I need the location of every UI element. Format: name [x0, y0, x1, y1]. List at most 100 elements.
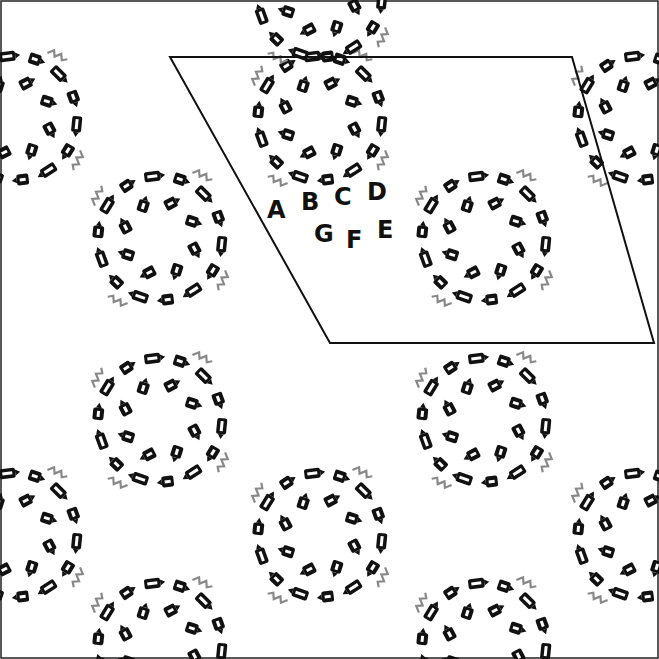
- molecule-tip: [636, 177, 642, 184]
- molecule-tip: [433, 375, 441, 382]
- molecule-mark: [274, 36, 280, 42]
- molecule: [136, 194, 152, 213]
- molecule-mark: [349, 99, 356, 104]
- molecule-mark: [516, 245, 521, 252]
- molecule-mark: [327, 498, 334, 503]
- molecule-tip: [335, 76, 342, 84]
- molecule-tip: [418, 246, 425, 253]
- molecule: [0, 168, 4, 184]
- molecule-mark: [259, 11, 265, 21]
- molecule-body: [494, 262, 508, 277]
- molecule-tip: [451, 290, 458, 297]
- molecule-body: [296, 79, 310, 94]
- molecule-mark: [380, 536, 384, 546]
- molecule: [66, 89, 82, 109]
- molecule-body: [650, 559, 659, 574]
- molecule: [535, 616, 551, 636]
- molecule-tip: [156, 297, 162, 304]
- molecule-mark: [174, 267, 179, 274]
- molecule: [0, 467, 21, 480]
- molecule-mark: [199, 189, 208, 198]
- molecule: [423, 192, 442, 215]
- molecule-body: [641, 173, 654, 185]
- molecule: [202, 262, 220, 282]
- molecule-body: [92, 407, 104, 420]
- ring: [413, 167, 555, 309]
- molecule-mark: [0, 500, 1, 507]
- molecule-body: [468, 578, 485, 590]
- molecule: [163, 376, 183, 394]
- molecule-body: [598, 99, 613, 115]
- chain: [107, 474, 127, 491]
- molecule-mark: [577, 526, 581, 532]
- molecule: [265, 28, 285, 48]
- molecule: [92, 627, 105, 645]
- molecule-body: [460, 381, 474, 396]
- molecule-mark: [594, 159, 600, 165]
- molecule-tip: [355, 550, 363, 557]
- molecule: [136, 376, 152, 395]
- subunit-letter: A: [266, 198, 287, 222]
- molecule-mark: [285, 549, 292, 554]
- molecule: [39, 94, 58, 110]
- molecule-tip: [574, 126, 581, 133]
- molecule-body: [330, 19, 344, 34]
- molecule-body: [144, 171, 161, 183]
- molecule-tip: [0, 492, 4, 499]
- molecule-tip: [529, 274, 537, 281]
- molecule-tip: [622, 492, 629, 499]
- molecule: [487, 376, 507, 394]
- molecule-mark: [579, 134, 585, 144]
- molecule: [323, 74, 343, 92]
- molecule: [526, 262, 544, 282]
- molecule: [39, 511, 58, 527]
- molecule-tip: [466, 195, 473, 202]
- molecule-tip: [541, 252, 547, 258]
- molecule-mark: [438, 461, 444, 467]
- molecule: [340, 579, 363, 599]
- molecule-body: [332, 52, 347, 66]
- molecule: [286, 168, 309, 184]
- molecule-tip: [651, 155, 658, 162]
- molecule-body: [598, 516, 613, 532]
- molecule-body: [611, 586, 629, 601]
- molecule-body: [184, 214, 199, 228]
- molecule-mark: [513, 468, 523, 476]
- molecule-body: [572, 522, 584, 535]
- molecule: [0, 74, 7, 93]
- molecule-mark: [544, 239, 548, 249]
- chain: [538, 452, 555, 472]
- molecule: [598, 472, 618, 490]
- molecule-tip: [0, 570, 1, 578]
- molecule-body: [540, 643, 552, 659]
- molecule-tip: [480, 297, 486, 304]
- molecule-tip: [207, 379, 215, 387]
- molecule: [163, 601, 183, 619]
- molecule: [11, 173, 29, 186]
- molecule: [276, 95, 294, 115]
- molecule-body: [465, 265, 481, 280]
- molecule-body: [281, 5, 296, 19]
- molecule-body: [301, 145, 317, 160]
- molecule-mark: [627, 54, 637, 58]
- molecule-mark: [376, 510, 381, 517]
- chain: [249, 65, 266, 85]
- chain: [47, 47, 67, 64]
- molecule: [215, 418, 227, 440]
- molecule: [163, 194, 183, 212]
- molecule-tip: [651, 572, 658, 579]
- molecule-body: [254, 547, 269, 565]
- molecule-mark: [71, 93, 76, 100]
- molecule: [573, 125, 590, 148]
- molecule-tip: [94, 653, 101, 659]
- molecule-body: [118, 219, 133, 235]
- molecule-tip: [267, 153, 275, 161]
- molecule-mark: [44, 99, 51, 104]
- molecule: [202, 444, 220, 464]
- molecule-tip: [50, 133, 58, 140]
- molecule-mark: [54, 69, 63, 78]
- molecule-tip: [441, 431, 448, 438]
- molecule-mark: [352, 125, 357, 132]
- molecule-tip: [156, 479, 162, 486]
- molecule: [211, 616, 227, 636]
